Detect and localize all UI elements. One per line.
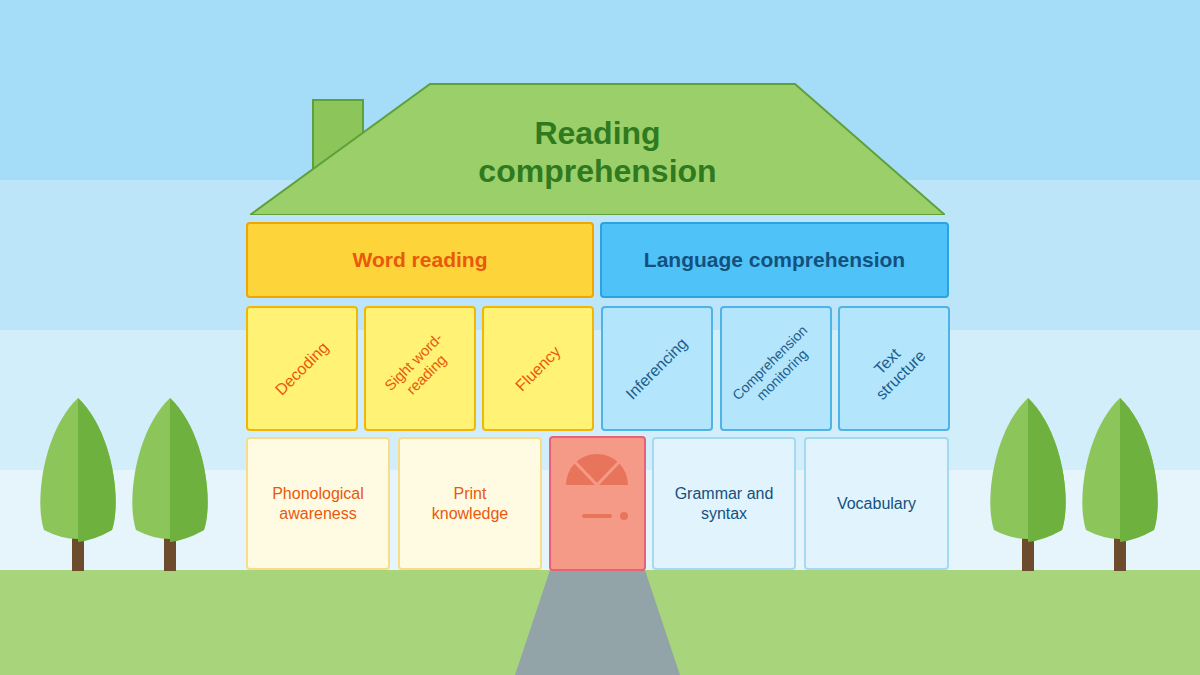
roof-title: Reading comprehension: [250, 83, 945, 215]
box-label: Text structure: [852, 327, 936, 411]
box-label: Decoding: [271, 338, 332, 399]
category-box: Language comprehension: [600, 222, 949, 298]
skill-box: Text structure: [838, 306, 950, 431]
box-label: Word reading: [353, 247, 488, 272]
foundation-box: Grammar and syntax: [652, 437, 796, 570]
box-label: Inferencing: [622, 334, 692, 404]
skill-box: Sight word-reading: [364, 306, 476, 431]
box-label: Grammar and syntax: [669, 484, 779, 522]
skill-box: Inferencing: [601, 306, 713, 431]
skill-box: Fluency: [482, 306, 594, 431]
tree: [1082, 398, 1157, 571]
tree: [132, 398, 207, 571]
foundation-box: Phonological awareness: [246, 437, 390, 570]
box-label: Sight word-reading: [370, 319, 469, 418]
box-label: Comprehension monitoring: [726, 318, 826, 418]
category-box: Word reading: [246, 222, 594, 298]
roof-outline: [250, 84, 945, 215]
skill-box: Comprehension monitoring: [720, 306, 832, 431]
box-label: Print knowledge: [425, 484, 515, 522]
door: [550, 437, 645, 570]
foundation-box: Print knowledge: [398, 437, 542, 570]
box-label: Language comprehension: [644, 247, 905, 272]
tree: [40, 398, 115, 571]
skill-box: Decoding: [246, 306, 358, 431]
ground: [0, 570, 1200, 675]
box-label: Vocabulary: [837, 494, 916, 513]
foundation-box: Vocabulary: [804, 437, 949, 570]
tree: [990, 398, 1065, 571]
title-text: Reading comprehension: [448, 114, 748, 191]
box-label: Fluency: [511, 342, 564, 395]
path: [515, 570, 680, 675]
box-label: Phonological awareness: [254, 484, 382, 522]
